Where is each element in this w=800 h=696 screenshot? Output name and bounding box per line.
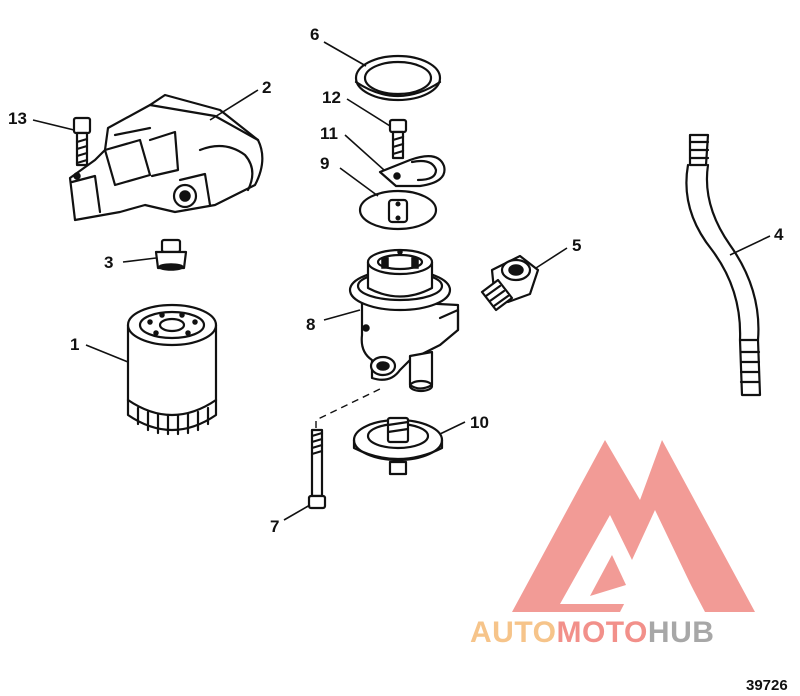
callout-13: 13 <box>8 109 27 128</box>
watermark-word-auto: AUTO <box>470 616 556 649</box>
watermark-word-moto: MOTO <box>556 616 647 649</box>
part-8-housing <box>348 248 460 393</box>
watermark-triangle-inner <box>560 510 700 604</box>
figure-id: 39726 <box>746 677 788 694</box>
part-6-oring <box>354 54 442 102</box>
part-4-hose <box>685 133 762 397</box>
part-9-gasket <box>358 189 438 231</box>
watermark-text: AUTOMOTOHUB <box>470 616 714 649</box>
callout-1: 1 <box>70 335 79 354</box>
part-11-clamp <box>378 155 446 188</box>
callout-10: 10 <box>470 413 489 432</box>
callout-4: 4 <box>774 225 784 244</box>
callout-2: 2 <box>262 78 271 97</box>
part-10-adapter-plate <box>352 416 444 476</box>
callout-12: 12 <box>322 88 341 107</box>
part-7-long-bolt <box>307 428 327 510</box>
part-1-oil-filter <box>126 303 218 436</box>
part-3-plug <box>154 238 188 271</box>
watermark-triangle-core <box>590 555 626 596</box>
callout-8: 8 <box>306 315 315 334</box>
watermark-word-hub: HUB <box>648 616 715 649</box>
watermark-triangle-outer <box>512 440 755 612</box>
filter-grip-ribs <box>136 406 210 436</box>
part-12-screw <box>388 118 408 160</box>
part-2-adapter <box>68 93 264 222</box>
callout-3: 3 <box>104 253 113 272</box>
part-5-elbow <box>480 254 540 312</box>
callout-5: 5 <box>572 236 581 255</box>
assembly-line <box>315 387 383 428</box>
callout-11: 11 <box>320 124 338 143</box>
watermark-logo <box>512 440 755 612</box>
callout-9: 9 <box>320 154 329 173</box>
part-13-bolt <box>72 116 92 167</box>
leader-lines <box>32 41 771 521</box>
callout-6: 6 <box>310 25 319 44</box>
callout-7: 7 <box>270 517 279 536</box>
